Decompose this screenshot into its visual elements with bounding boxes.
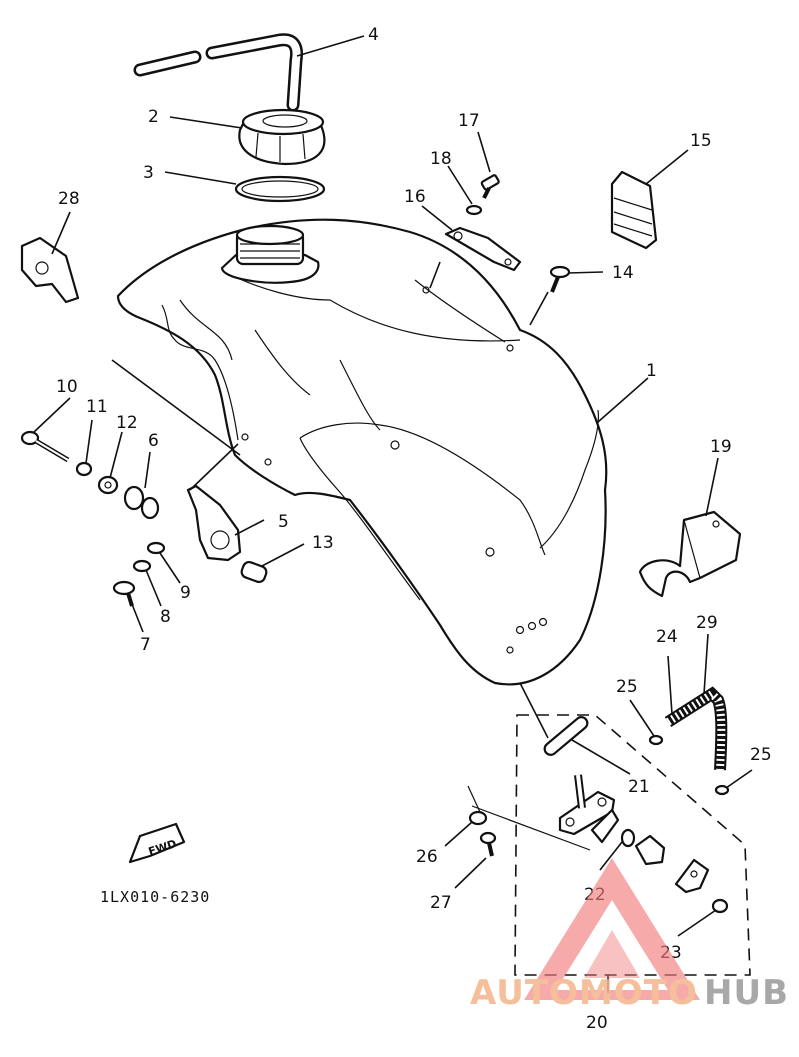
watermark-hub: HUB [704,973,789,1013]
o-ring [620,828,636,848]
callout-27: 27 [430,893,452,913]
cock-washer [468,810,488,826]
callout-2: 2 [148,107,159,127]
filler-neck [220,224,320,284]
lock-washer [75,461,93,477]
callout-13: 13 [312,533,334,553]
reference-code: 1LX010-6230 [100,888,210,906]
callout-26: 26 [416,847,438,867]
rear-washer [465,204,483,216]
small-washer [146,541,166,555]
callout-6: 6 [148,431,159,451]
callout-9: 9 [180,583,191,603]
callout-24: 24 [656,627,678,647]
fuel-tank [116,218,608,686]
callout-5: 5 [278,512,289,532]
callout-10: 10 [56,377,78,397]
fuel-cap [238,108,326,166]
side-bolt [20,430,70,463]
callout-3: 3 [143,163,154,183]
callout-1: 1 [646,361,657,381]
watermark: AUTOMOTO HUB [470,858,789,1013]
cock-gasket [543,716,589,756]
callout-19: 19 [710,437,732,457]
watermark-triangle-icon [524,858,700,1000]
flat-washer [97,475,119,495]
cock-screw [479,831,497,857]
collar [240,560,268,584]
callout-25-upper: 25 [616,677,638,697]
tank-seat-damper [638,510,742,598]
rubber-pad [610,170,658,250]
fuel-hose [664,686,728,771]
hose-clip-lower [714,784,730,796]
callout-25-lower: 25 [750,745,772,765]
callout-29: 29 [696,613,718,633]
forward-arrow-icon: FWD [128,822,186,864]
leader-lines [33,35,753,993]
callout-28: 28 [58,189,80,209]
hose-clip-upper [648,734,664,746]
cock-lever [634,834,666,866]
damper-grommet [123,485,160,520]
callout-14: 14 [612,263,634,283]
callout-20: 20 [586,1013,608,1033]
watermark-automoto: AUTOMOTO [470,973,698,1013]
callout-18: 18 [430,149,452,169]
side-bracket [186,484,242,562]
rear-mount-bracket [444,226,522,272]
cap-gasket [234,175,326,203]
callout-labels: 1 2 3 4 5 6 7 8 9 10 11 12 13 14 15 16 1… [56,25,772,1033]
callout-16: 16 [404,187,426,207]
front-bracket [20,236,80,304]
breather-hose [133,33,304,112]
small-lock-washer [132,559,152,573]
tank-bolt [549,265,571,293]
lever-plate [674,858,710,894]
callout-11: 11 [86,397,108,417]
callout-8: 8 [160,607,171,627]
fuel-cock [558,774,620,844]
plate-screw [711,898,729,914]
callout-7: 7 [140,635,151,655]
callout-15: 15 [690,131,712,151]
callout-12: 12 [116,413,138,433]
rear-bolt [480,174,500,199]
callout-4: 4 [368,25,379,45]
callout-21: 21 [628,777,650,797]
callout-17: 17 [458,111,480,131]
